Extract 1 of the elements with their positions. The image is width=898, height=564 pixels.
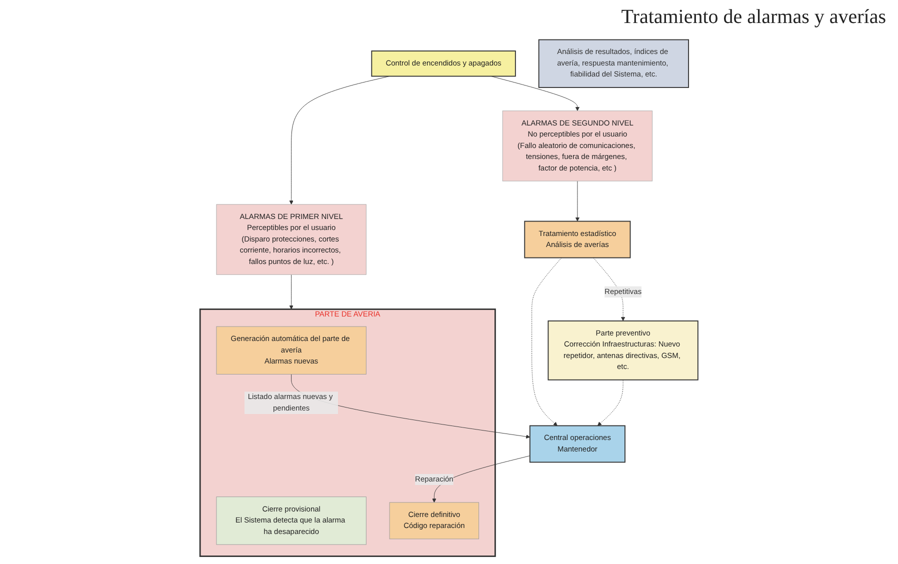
diagram-title: Tratamiento de alarmas y averías [621,6,886,29]
